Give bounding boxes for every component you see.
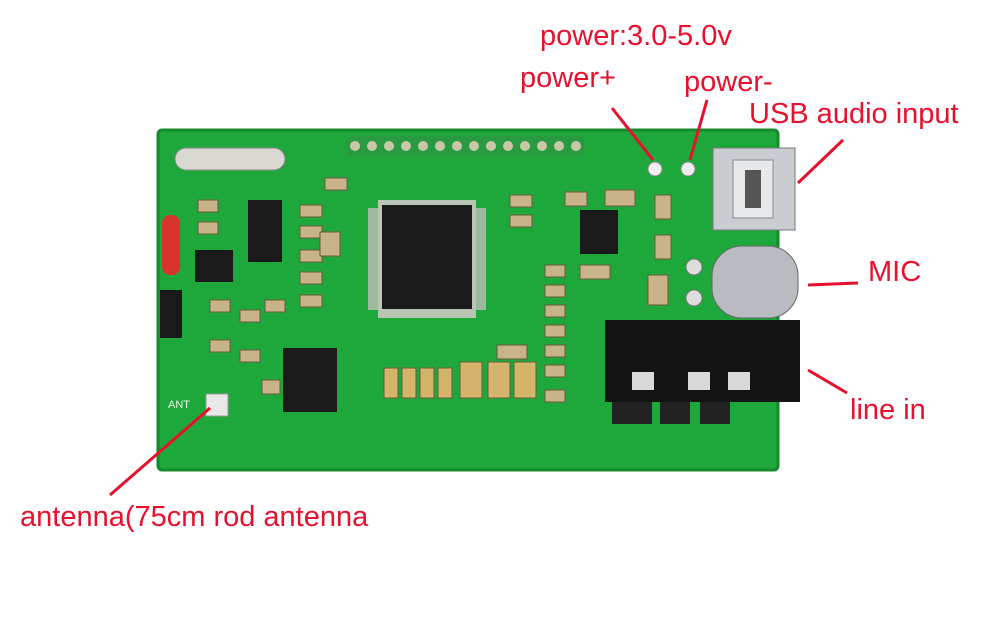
ic-chip xyxy=(580,210,618,254)
ic-chip xyxy=(283,348,337,412)
red-component xyxy=(162,215,180,275)
crystal-oscillator xyxy=(174,147,286,171)
microphone xyxy=(711,245,799,319)
label-usb-audio-input: USB audio input xyxy=(749,98,959,130)
label-power-plus: power+ xyxy=(520,62,616,94)
power-minus-pad xyxy=(680,161,696,177)
antenna-pad xyxy=(205,393,229,417)
ic-chip xyxy=(248,200,282,262)
label-antenna: antenna(75cm rod antenna xyxy=(20,501,369,533)
power-plus-pad xyxy=(647,161,663,177)
label-mic: MIC xyxy=(868,256,922,288)
silkscreen-ant: ANT xyxy=(168,399,190,411)
header-pads xyxy=(345,136,585,156)
label-line-in: line in xyxy=(850,394,926,426)
capacitor-row xyxy=(383,361,537,399)
label-power-range: power:3.0-5.0v xyxy=(540,20,732,52)
label-power-minus: power- xyxy=(684,66,773,98)
ic-chip xyxy=(195,250,233,282)
main-chip xyxy=(382,205,472,309)
leader-lines xyxy=(109,99,859,497)
smd-components xyxy=(197,177,672,403)
